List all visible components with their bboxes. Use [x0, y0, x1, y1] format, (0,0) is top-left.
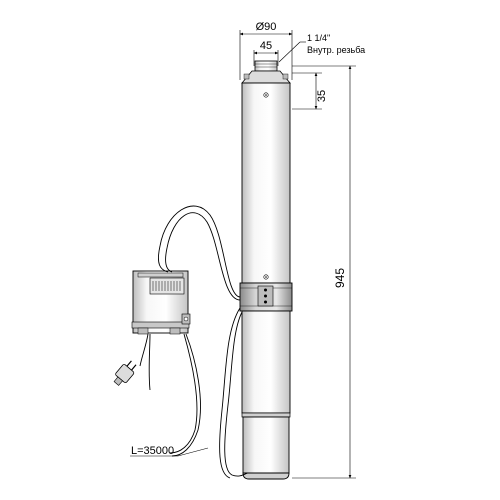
power-cable [157, 205, 249, 479]
thread-type-label: Внутр. резьба [307, 45, 365, 55]
total-height-label: 945 [333, 268, 347, 288]
plug-icon [113, 360, 137, 386]
diameter-label: Ø90 [256, 21, 277, 33]
total-height-dimension: 945 [292, 65, 356, 479]
cable-length-label: L=35000 [131, 445, 174, 457]
thread-size-label: 1 1/4" [307, 33, 330, 43]
pump-outlet-head [241, 60, 291, 84]
top-offset-dimension: 35 [292, 72, 328, 110]
outlet-dimension: 45 [253, 40, 279, 66]
pump-middle-band [239, 282, 293, 319]
pump-upper-body [241, 82, 291, 284]
cable-length-callout: L=35000 [130, 445, 209, 457]
plug-cable [113, 333, 151, 391]
thread-callout: 1 1/4" Внутр. резьба [278, 33, 365, 63]
control-box [131, 270, 191, 335]
outlet-width-label: 45 [260, 40, 272, 52]
pump-lower-body [241, 310, 291, 480]
diameter-dimension: Ø90 [239, 21, 293, 80]
top-offset-label: 35 [316, 90, 328, 102]
